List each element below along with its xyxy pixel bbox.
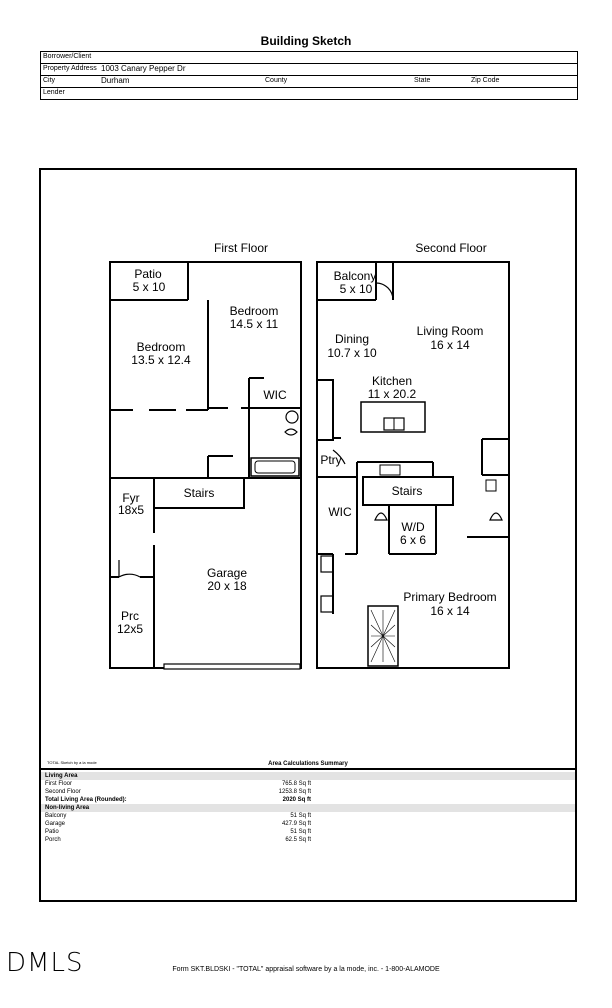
- area-summary: TOTAL Sketch by a la mode Area Calculati…: [41, 760, 575, 902]
- state-label: State: [414, 77, 431, 84]
- nonliving-row-label: Garage: [45, 821, 66, 827]
- sketch-frame: First Floor Second Floor Patio 5 x 10 Be…: [39, 168, 577, 902]
- city-value: Durham: [101, 76, 130, 85]
- room-patio-dim: 5 x 10: [133, 280, 166, 294]
- nonliving-area-heading: Non-living Area: [41, 804, 575, 812]
- room-laundry-dim: 6 x 6: [400, 533, 426, 547]
- borrower-row: Borrower/Client: [41, 52, 577, 64]
- room-pantry: Ptry: [320, 453, 341, 467]
- nonliving-row: Garage 427.9 Sq ft: [41, 820, 575, 828]
- living-row-value: 765.8 Sq ft: [281, 781, 311, 787]
- living-row-label: Second Floor: [45, 789, 81, 795]
- nonliving-row-label: Patio: [45, 829, 59, 835]
- room-porch: Prc: [121, 609, 139, 623]
- summary-title: Area Calculations Summary: [268, 761, 348, 767]
- room-laundry: W/D: [401, 520, 425, 534]
- city-label: City: [43, 77, 56, 84]
- first-floor-label: First Floor: [214, 241, 268, 255]
- room-bedroom-2-dim: 13.5 x 12.4: [131, 353, 191, 367]
- living-row: First Floor 765.8 Sq ft: [41, 780, 575, 788]
- room-foyer: Fyr: [122, 491, 139, 505]
- total-row: Total Living Area (Rounded): 2020 Sq ft: [41, 796, 575, 804]
- nonliving-row-value: 62.5 Sq ft: [285, 837, 311, 843]
- room-kitchen-dim: 11 x 20.2: [368, 387, 417, 401]
- room-living-dim: 16 x 14: [430, 338, 470, 352]
- nonliving-row: Porch 62.5 Sq ft: [41, 836, 575, 844]
- dmls-logo: DMLS: [6, 948, 84, 978]
- second-floor-label: Second Floor: [415, 241, 486, 255]
- room-bedroom-1-dim: 14.5 x 11: [230, 317, 279, 331]
- room-stairs-2: Stairs: [392, 484, 423, 498]
- room-balcony: Balcony: [334, 269, 377, 283]
- room-dining-dim: 10.7 x 10: [327, 346, 377, 360]
- living-row-label: First Floor: [45, 781, 72, 787]
- lender-row: Lender: [41, 88, 577, 99]
- room-wic-1: WIC: [263, 388, 287, 402]
- room-patio: Patio: [134, 267, 162, 281]
- county-label: County: [265, 77, 288, 84]
- lender-label: Lender: [43, 89, 65, 96]
- room-stairs-1: Stairs: [184, 486, 215, 500]
- nonliving-row-label: Balcony: [45, 813, 67, 819]
- nonliving-row-value: 51 Sq ft: [290, 813, 311, 819]
- first-floor-walls: [109, 261, 302, 670]
- room-porch-dim: 12x5: [117, 622, 143, 636]
- living-area-heading: Living Area: [41, 772, 575, 780]
- room-kitchen: Kitchen: [372, 374, 412, 388]
- room-balcony-dim: 5 x 10: [340, 282, 373, 296]
- room-primary-bedroom-dim: 16 x 14: [430, 604, 470, 618]
- room-wic-2: WIC: [328, 505, 352, 519]
- zip-label: Zip Code: [471, 77, 500, 84]
- nonliving-row: Patio 51 Sq ft: [41, 828, 575, 836]
- living-row: Second Floor 1253.8 Sq ft: [41, 788, 575, 796]
- room-bedroom-1: Bedroom: [230, 304, 279, 318]
- living-row-value: 1253.8 Sq ft: [278, 789, 311, 795]
- address-value: 1003 Canary Pepper Dr: [101, 64, 186, 73]
- room-living: Living Room: [417, 324, 484, 338]
- room-foyer-dim: 18x5: [118, 503, 144, 517]
- header-table: Borrower/Client Property Address 1003 Ca…: [40, 51, 578, 100]
- room-garage: Garage: [207, 566, 247, 580]
- nonliving-row-label: Porch: [45, 837, 61, 843]
- address-label: Property Address: [43, 65, 97, 72]
- total-label: Total Living Area (Rounded):: [45, 797, 127, 803]
- room-dining: Dining: [335, 332, 369, 346]
- address-row: Property Address 1003 Canary Pepper Dr: [41, 64, 577, 76]
- floor-plan: First Floor Second Floor Patio 5 x 10 Be…: [109, 241, 510, 670]
- room-garage-dim: 20 x 18: [207, 579, 247, 593]
- second-floor-walls: [316, 261, 510, 669]
- nonliving-row-value: 51 Sq ft: [290, 829, 311, 835]
- form-footer: Form SKT.BLDSKI - "TOTAL" appraisal soft…: [172, 966, 440, 973]
- borrower-label: Borrower/Client: [43, 53, 92, 60]
- city-row: City Durham County State Zip Code: [41, 76, 577, 88]
- total-value: 2020 Sq ft: [282, 797, 311, 803]
- nonliving-row-value: 427.9 Sq ft: [281, 821, 311, 827]
- nonliving-row: Balcony 51 Sq ft: [41, 812, 575, 820]
- room-bedroom-2: Bedroom: [137, 340, 186, 354]
- page-title: Building Sketch: [260, 34, 352, 48]
- sketch-credit: TOTAL Sketch by a la mode: [47, 760, 97, 765]
- room-primary-bedroom: Primary Bedroom: [403, 590, 496, 604]
